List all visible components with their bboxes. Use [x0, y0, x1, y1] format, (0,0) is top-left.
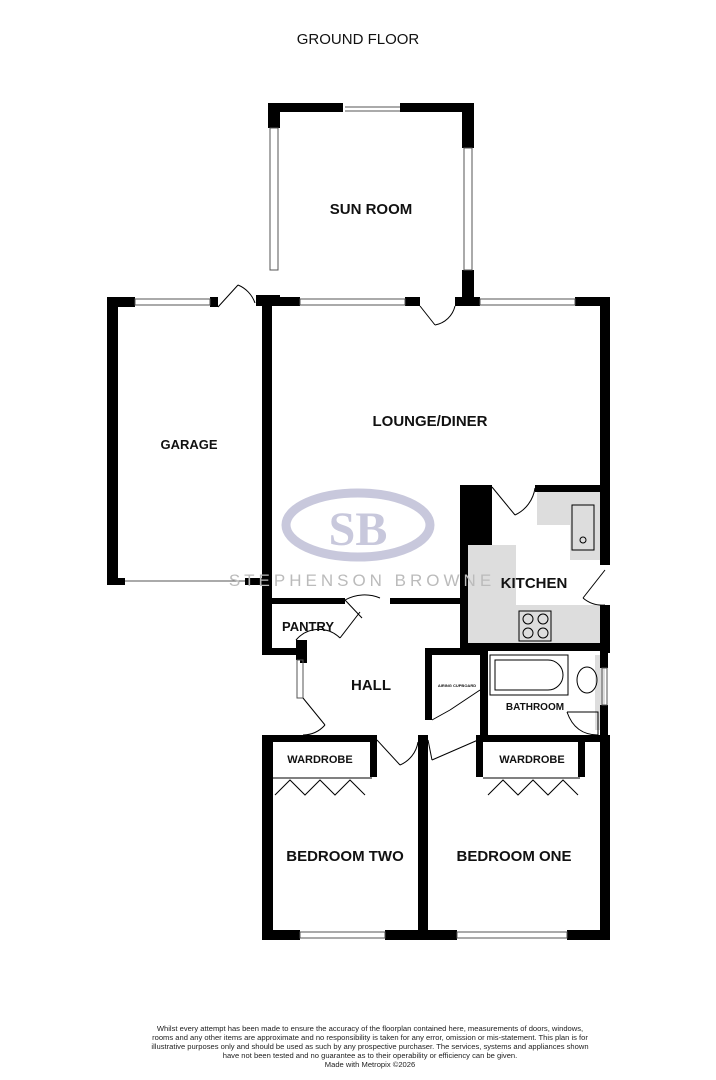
- doors: [217, 284, 606, 796]
- disclaimer-text: Whilst every attempt has been made to en…: [151, 1024, 589, 1060]
- label-sun-room: SUN ROOM: [330, 201, 413, 218]
- watermark-logo: SB: [281, 488, 435, 562]
- basin-icon: [566, 711, 599, 736]
- label-garage: GARAGE: [160, 437, 217, 452]
- metropix-credit: Made with Metropix ©2026: [324, 1060, 416, 1069]
- label-wardrobe-two: WARDROBE: [287, 754, 352, 766]
- sink-icon: [571, 504, 595, 551]
- floor-title: GROUND FLOOR: [296, 31, 420, 48]
- kitchen-worktops: [466, 490, 600, 643]
- windows: [125, 106, 608, 939]
- disclaimer: Whilst every attempt has been made to en…: [150, 1024, 590, 1069]
- label-bedroom-two: BEDROOM TWO: [286, 848, 404, 865]
- fixtures: [489, 504, 599, 736]
- label-wardrobe-one: WARDROBE: [499, 754, 564, 766]
- toilet-icon: [576, 666, 598, 694]
- label-airing-cupboard: AIRING CUPBOARD: [438, 683, 476, 688]
- hob-icon: [518, 610, 552, 642]
- label-pantry: PANTRY: [282, 619, 334, 634]
- label-bathroom: BATHROOM: [506, 702, 564, 713]
- walls: [107, 103, 610, 940]
- label-lounge: LOUNGE/DINER: [372, 413, 487, 430]
- label-bedroom-one: BEDROOM ONE: [456, 848, 571, 865]
- label-hall: HALL: [351, 677, 391, 694]
- watermark-monogram: SB: [329, 503, 388, 556]
- label-kitchen: KITCHEN: [501, 575, 568, 592]
- watermark-name: STEPHENSON BROWNE: [229, 571, 495, 590]
- bath-icon: [489, 654, 569, 696]
